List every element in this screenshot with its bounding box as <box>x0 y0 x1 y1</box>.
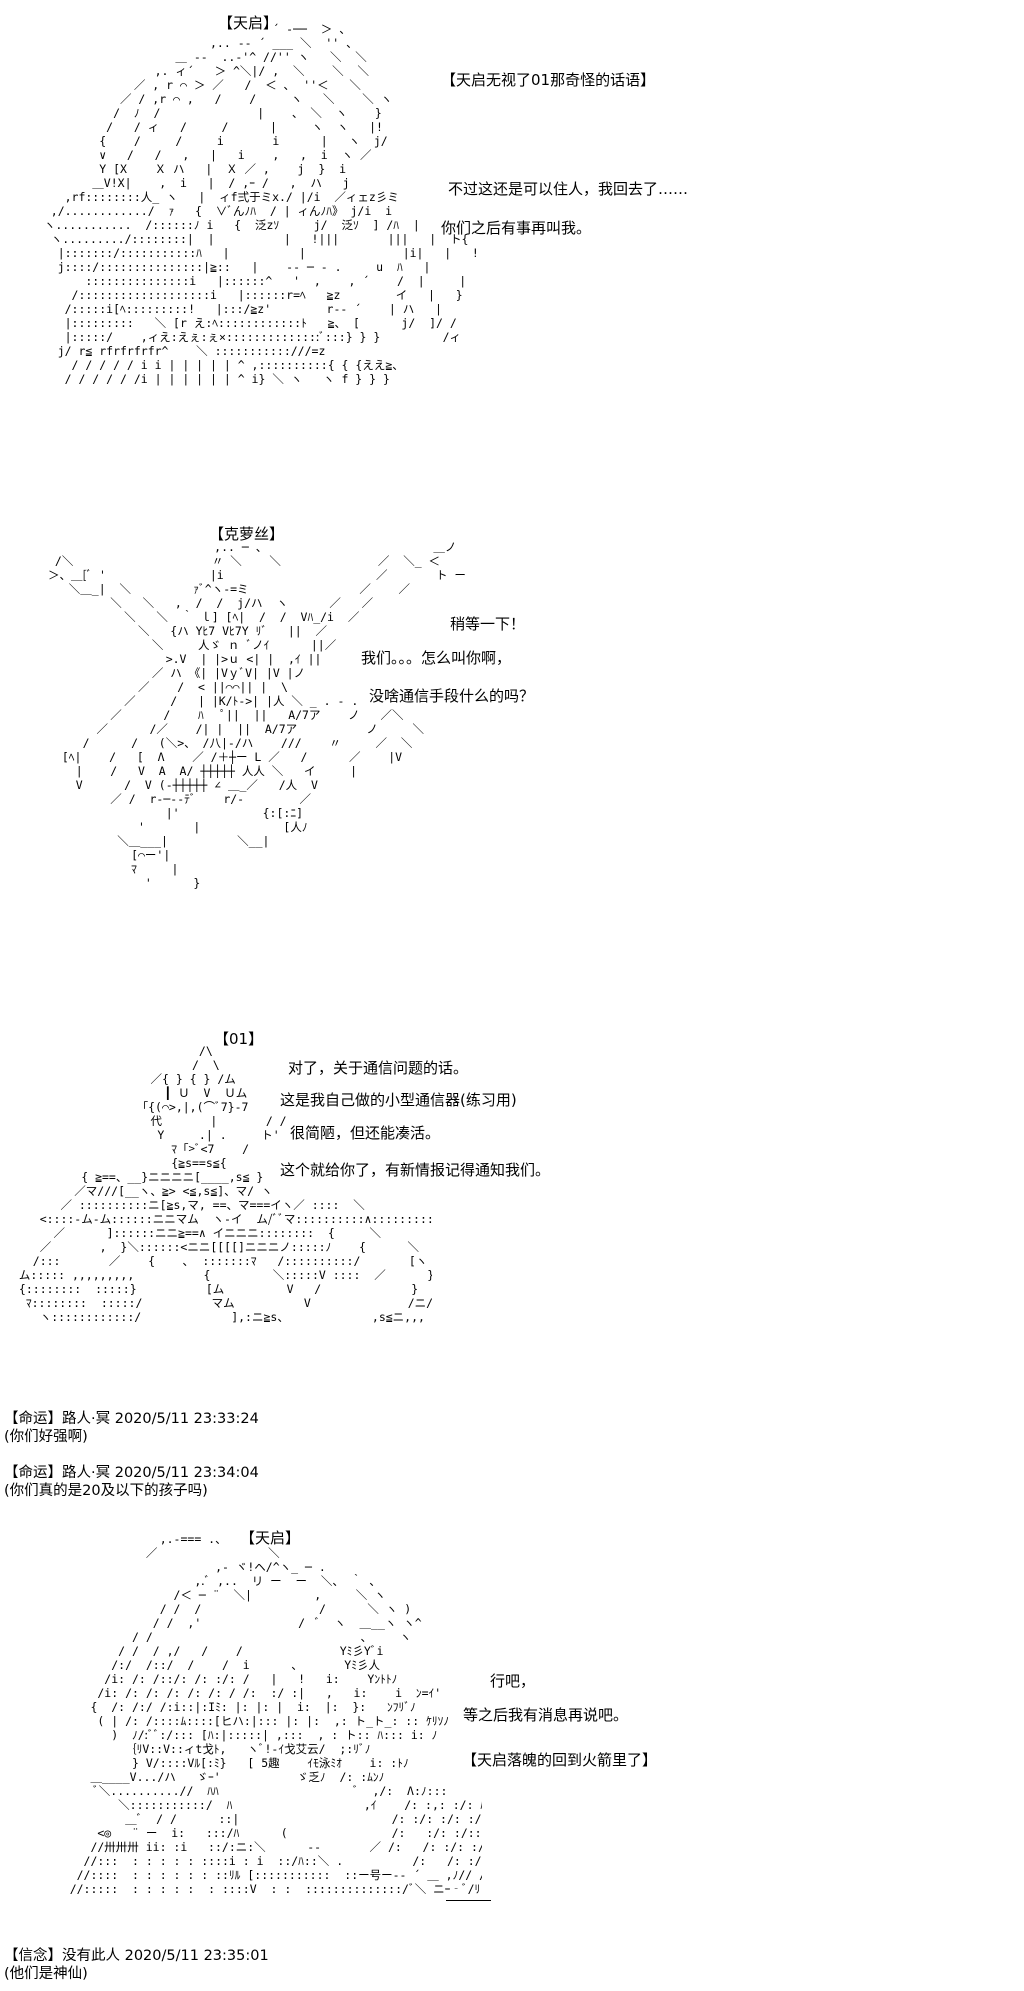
scene2-speaker: 【克萝丝】 <box>209 525 285 543</box>
scene3-line-2: 这是我自己做的小型通信器(练习用) <box>280 1091 517 1109</box>
signature-underline <box>446 1900 491 1901</box>
comment-2-meta: 【命运】路人·冥 2020/5/11 23:34:04 <box>4 1465 259 1481</box>
scene4-ascii-art: ,.-=== .、 ／ ＼ ,- ヾ!ヘ/^ヽ_ ─ . ,.ﾞ ,.. リ ー… <box>69 1532 482 1896</box>
scene3-ascii-art: /\ / \ ／{ } { } /ム ┃ Ｕ V Ｕム 「{(⌒>,|,(⌒ﾞ7… <box>18 1044 432 1324</box>
scene2-line-2: 我们。。。怎么叫你啊， <box>361 649 512 667</box>
scene3-line-4: 这个就给你了，有新情报记得通知我们。 <box>280 1161 551 1179</box>
scene3-line-3: 很简陋，但还能凑活。 <box>290 1124 441 1142</box>
scene1-line-1: 【天启无视了01那奇怪的话语】 <box>441 71 656 89</box>
scene2-line-1: 稍等一下！ <box>450 615 526 633</box>
comment-3-body: (他们是神仙) <box>4 1966 88 1982</box>
scene4-line-1: 行吧， <box>490 1672 536 1690</box>
scene1-speaker: 【天启】 <box>218 14 279 32</box>
scene3-speaker: 【01】 <box>214 1030 264 1048</box>
scene2-line-3: 没啥通信手段什么的吗？ <box>369 687 535 705</box>
comment-1-body: (你们好强啊) <box>4 1429 88 1445</box>
scene1-line-3: 你们之后有事再叫我。 <box>441 219 592 237</box>
scene2-ascii-art: ,.. ─ 、 ＿ノ /＼ 〃 ＼ ＼ ／ ＼_ ＜ ＞、＿[ﾞ ' |i ／ … <box>48 540 468 890</box>
comment-1: 【命运】路人·冥 2020/5/11 23:33:24 (你们好强啊) <box>4 1410 259 1446</box>
comment-3: 【信念】没有此人 2020/5/11 23:35:01 (他们是神仙) <box>4 1947 269 1983</box>
scene4-line-2: 等之后我有消息再说吧。 <box>463 1706 629 1724</box>
scene1-ascii-art: ´ ‐── ＞ 、 ,.. -‐ ´ ___ ＼ '' 、 ＿ -‐ ..-'^… <box>43 22 479 386</box>
scene4-speaker: 【天启】 <box>240 1529 301 1547</box>
scene4-line-3: 【天启落魄的回到火箭里了】 <box>462 1751 658 1769</box>
scene3-line-1: 对了，关于通信问题的话。 <box>288 1059 469 1077</box>
comment-1-meta: 【命运】路人·冥 2020/5/11 23:33:24 <box>4 1411 259 1427</box>
comment-2: 【命运】路人·冥 2020/5/11 23:34:04 (你们真的是20及以下的… <box>4 1464 259 1500</box>
scene1-line-2: 不过这还是可以住人，我回去了…… <box>448 180 689 198</box>
comment-3-meta: 【信念】没有此人 2020/5/11 23:35:01 <box>4 1948 269 1964</box>
comment-2-body: (你们真的是20及以下的孩子吗) <box>4 1483 208 1499</box>
